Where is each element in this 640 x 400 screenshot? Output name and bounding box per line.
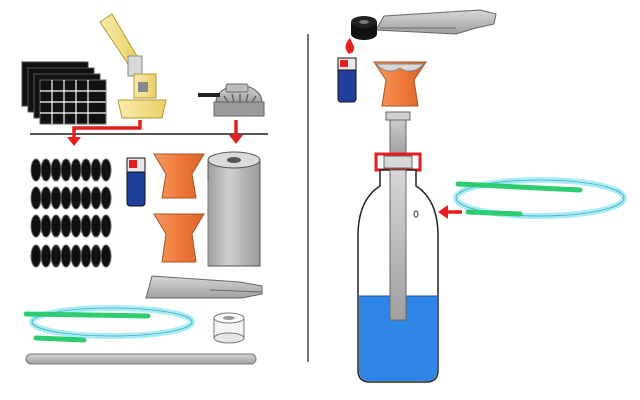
lighter [337, 57, 357, 103]
charcoal-disc [70, 158, 82, 182]
charcoal-disc [100, 214, 112, 238]
charcoal-row [30, 158, 112, 182]
charcoal-disc [70, 244, 82, 268]
heat-diffuser [198, 83, 265, 117]
water [359, 296, 437, 381]
tape-roll [213, 312, 245, 344]
charcoal-disc [50, 214, 62, 238]
charcoal-disc [50, 244, 62, 268]
downstem [385, 111, 411, 121]
charcoal-disc [60, 244, 72, 268]
tongs [375, 9, 497, 35]
downstem-rod [25, 353, 257, 365]
hose [23, 305, 195, 343]
downstem [389, 169, 407, 321]
charcoal-disc [100, 158, 112, 182]
grommet [374, 152, 422, 172]
charcoal-disc [90, 186, 102, 210]
charcoal-row [30, 214, 112, 238]
charcoal-disc [70, 186, 82, 210]
charcoal-disc [50, 158, 62, 182]
clay-bowl [153, 213, 205, 263]
charcoal-screens [21, 61, 107, 125]
bowl [373, 61, 427, 107]
hose [453, 177, 627, 219]
charcoal-disc [90, 244, 102, 268]
charcoal-disc [60, 158, 72, 182]
arrow [72, 120, 238, 138]
charcoal-disc [100, 186, 112, 210]
charcoal-disc [50, 186, 62, 210]
charcoal-row [30, 186, 112, 210]
charcoal-stack [30, 158, 112, 268]
paper-towel-roll [207, 151, 261, 267]
charcoal-disc [90, 158, 102, 182]
charcoal-disc [40, 244, 52, 268]
charcoal-disc [80, 158, 92, 182]
arrow-head [229, 135, 243, 144]
charcoal-row [30, 244, 112, 268]
charcoal-disc [80, 214, 92, 238]
charcoal-disc [90, 214, 102, 238]
lighter [126, 157, 146, 207]
clay-bowl [153, 153, 205, 199]
flame [345, 38, 355, 54]
charcoal-disc [40, 186, 52, 210]
charcoal-disc [60, 214, 72, 238]
charcoal-disc [30, 158, 42, 182]
charcoal-piece [351, 16, 377, 40]
charcoal-disc [30, 244, 42, 268]
charcoal-disc [80, 244, 92, 268]
right-panel [337, 9, 627, 383]
arrow-head [67, 137, 81, 146]
charcoal-disc [30, 186, 42, 210]
charcoal-disc [80, 186, 92, 210]
butane-torch [99, 13, 167, 119]
charcoal-disc [40, 158, 52, 182]
charcoal-disc [60, 186, 72, 210]
tongs [145, 275, 263, 299]
arrow [438, 205, 462, 219]
charcoal-disc [100, 244, 112, 268]
charcoal-disc [70, 214, 82, 238]
charcoal-disc [30, 214, 42, 238]
left-panel [21, 13, 268, 365]
charcoal-disc [40, 214, 52, 238]
